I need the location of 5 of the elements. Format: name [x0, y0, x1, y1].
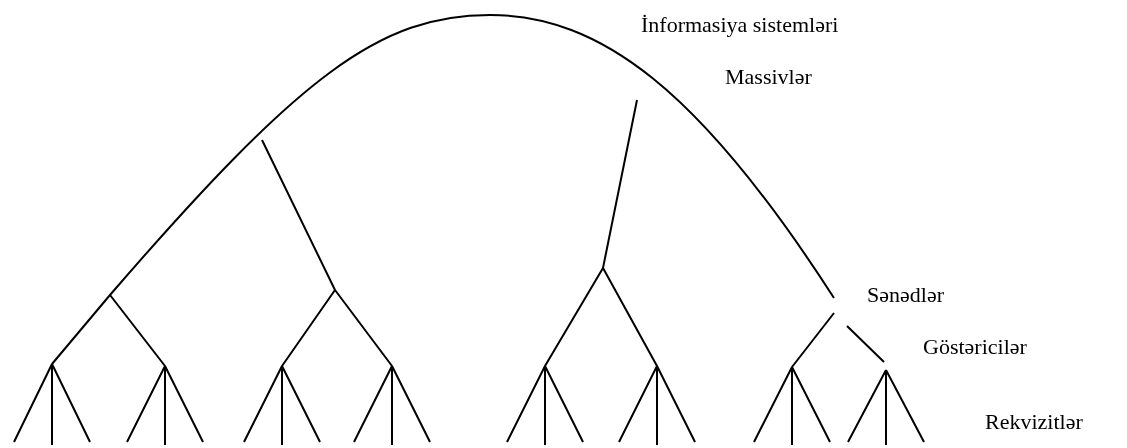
- level-label: Sənədlər: [867, 284, 944, 306]
- level-label: Göstəricilər: [923, 336, 1027, 358]
- level-label: Massivlər: [725, 66, 812, 88]
- level-label: Rekvizitlər: [985, 411, 1083, 433]
- level-label: İnformasiya sistemləri: [641, 14, 839, 36]
